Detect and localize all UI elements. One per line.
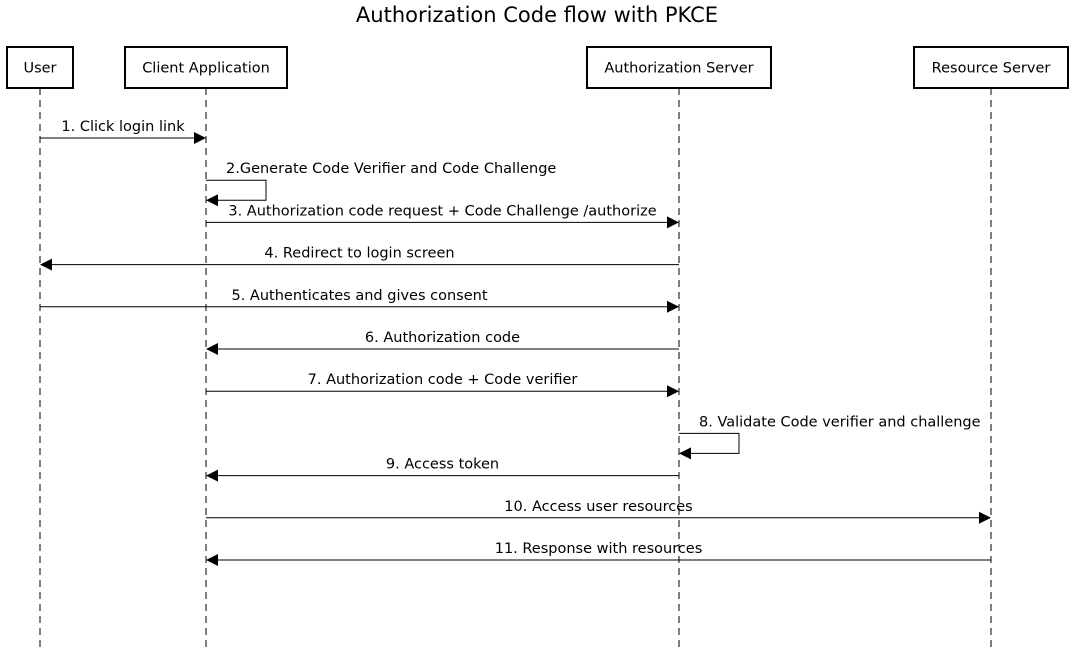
participant-box-client bbox=[124, 46, 288, 89]
message-label: 4. Redirect to login screen bbox=[264, 246, 454, 262]
message-5: 5. Authenticates and gives consent bbox=[40, 288, 679, 313]
participant-label-user: User bbox=[23, 61, 56, 77]
message-11: 11. Response with resources bbox=[206, 541, 991, 566]
message-label: 2.Generate Code Verifier and Code Challe… bbox=[226, 161, 556, 177]
participant-boxes: User Client Application Authorization Serv… bbox=[6, 46, 1069, 89]
message-label: 3. Authorization code request + Code Cha… bbox=[228, 203, 656, 219]
message-10: 10. Access user resources bbox=[206, 499, 991, 524]
participant-box-auth bbox=[586, 46, 772, 89]
message-7: 7. Authorization code + Code verifier bbox=[206, 372, 679, 398]
message-3: 3. Authorization code request + Code Cha… bbox=[206, 203, 679, 229]
message-label: 11. Response with resources bbox=[495, 541, 703, 557]
arrowhead bbox=[667, 300, 679, 313]
self-message-line bbox=[679, 432, 740, 454]
participant-label-auth: Authorization Server bbox=[604, 61, 753, 77]
participant-box-resource bbox=[913, 46, 1069, 89]
lifelines bbox=[39, 88, 992, 650]
message-label: 7. Authorization code + Code verifier bbox=[308, 372, 578, 388]
message-label: 1. Click login link bbox=[61, 119, 185, 135]
participant-label-client: Client Application bbox=[142, 61, 270, 77]
arrowhead bbox=[40, 258, 52, 271]
participant-box-user bbox=[6, 46, 74, 89]
self-message-line bbox=[206, 179, 267, 201]
arrowhead bbox=[206, 194, 218, 207]
message-4: 4. Redirect to login screen bbox=[40, 246, 679, 271]
message-8: 8. Validate Code verifier and challenge bbox=[679, 414, 981, 460]
message-label: 6. Authorization code bbox=[365, 330, 520, 346]
message-2: 2.Generate Code Verifier and Code Challe… bbox=[206, 161, 556, 207]
message-label: 8. Validate Code verifier and challenge bbox=[699, 414, 981, 430]
arrowhead bbox=[206, 343, 218, 355]
arrowhead bbox=[979, 511, 991, 524]
arrowhead bbox=[667, 216, 679, 229]
arrowhead bbox=[679, 447, 691, 460]
message-9: 9. Access token bbox=[206, 457, 679, 482]
arrowhead bbox=[206, 554, 218, 566]
message-1: 1. Click login link bbox=[40, 119, 206, 144]
message-label: 10. Access user resources bbox=[504, 499, 692, 515]
messages: 1. Click login link 2.Generate Code Verif… bbox=[40, 119, 991, 566]
diagram-title: Authorization Code flow with PKCE bbox=[356, 3, 718, 27]
arrowhead bbox=[206, 469, 218, 482]
message-label: 9. Access token bbox=[386, 457, 499, 473]
message-6: 6. Authorization code bbox=[206, 330, 679, 355]
participant-label-resource: Resource Server bbox=[932, 61, 1051, 77]
message-label: 5. Authenticates and gives consent bbox=[231, 288, 487, 304]
arrowhead bbox=[667, 385, 679, 398]
arrowhead bbox=[194, 132, 206, 144]
